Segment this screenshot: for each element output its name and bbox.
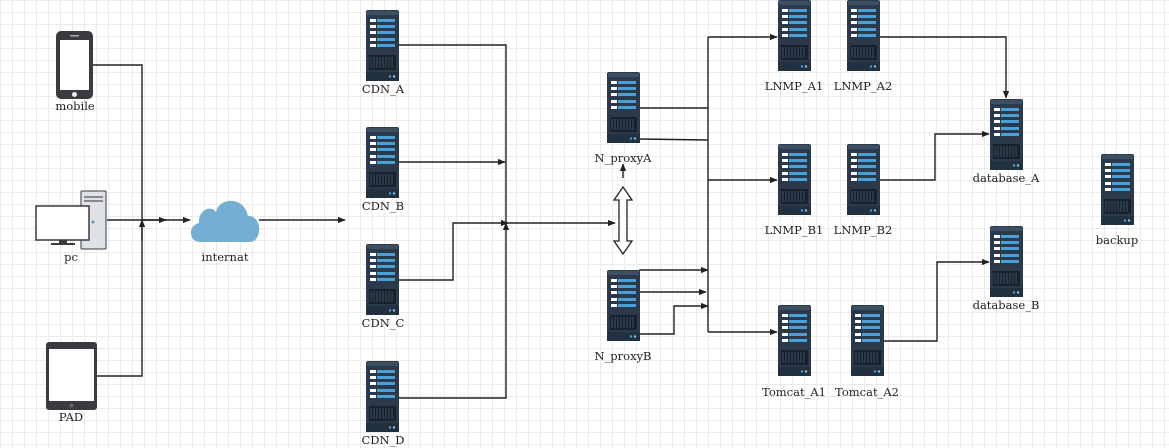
cloud-icon xyxy=(190,200,260,242)
tomcat-a2-label: Tomcat_A2 xyxy=(835,385,899,399)
tomcat-a1-label: Tomcat_A1 xyxy=(762,385,826,399)
pc-icon xyxy=(35,190,107,250)
edge-pad xyxy=(97,220,143,377)
lnmp-a2-label: LNMP_A2 xyxy=(833,79,893,93)
database-b-label: database_B xyxy=(972,298,1040,312)
backup-label: backup xyxy=(1095,233,1139,247)
database-a-server-icon xyxy=(989,98,1024,171)
database-b-server-icon xyxy=(989,225,1024,298)
pc-label: pc xyxy=(64,250,78,264)
pad-label: PAD xyxy=(58,410,84,424)
lnmp-a1-server-icon xyxy=(777,0,812,72)
database-a-label: database_A xyxy=(972,171,1040,185)
lnmp-b1-label: LNMP_B1 xyxy=(764,223,824,237)
cdn-c-label: CDN_C xyxy=(361,316,405,330)
cdn-d-label: CDN_D xyxy=(361,433,405,447)
edge-cdn-a xyxy=(399,44,507,223)
lnmp-a2-server-icon xyxy=(846,0,881,72)
mobile-label: mobile xyxy=(55,99,95,113)
cdn-c-server-icon xyxy=(365,243,400,316)
n-proxy-a-label: N_proxyA xyxy=(594,151,652,165)
edge-mobile xyxy=(93,64,143,220)
edge-lnmp-b2-db xyxy=(880,130,990,181)
cdn-a-label: CDN_A xyxy=(361,82,405,96)
cdn-b-label: CDN_B xyxy=(361,199,405,213)
mobile-phone-icon xyxy=(56,31,93,99)
lnmp-a1-label: LNMP_A1 xyxy=(764,79,824,93)
lnmp-b2-label: LNMP_B2 xyxy=(833,223,893,237)
edge-cdn-d xyxy=(399,222,510,399)
lnmp-b1-server-icon xyxy=(777,143,812,216)
edge-tomcat-a2-db xyxy=(884,258,990,342)
n-proxy-b-label: N_proxyB xyxy=(594,349,652,363)
edge-proxyb-3 xyxy=(639,302,709,335)
edge-lnmp-a2-db xyxy=(880,36,1010,99)
proxy-sync-double-arrow xyxy=(612,185,634,256)
n-proxy-b-server-icon xyxy=(606,269,641,342)
lnmp-b2-server-icon xyxy=(846,143,881,216)
edge-proxya-bus2 xyxy=(638,138,709,141)
cdn-b-server-icon xyxy=(365,126,400,199)
n-proxy-a-server-icon xyxy=(606,71,641,144)
tomcat-a2-server-icon xyxy=(850,304,885,377)
cloud-label: internat xyxy=(201,250,249,264)
pad-icon xyxy=(46,342,97,410)
cdn-a-server-icon xyxy=(365,9,400,82)
connections xyxy=(93,33,1010,399)
cdn-d-server-icon xyxy=(365,360,400,433)
tomcat-a1-server-icon xyxy=(777,304,812,377)
backup-server-icon xyxy=(1100,153,1135,226)
edge-cdn-c xyxy=(399,219,509,281)
